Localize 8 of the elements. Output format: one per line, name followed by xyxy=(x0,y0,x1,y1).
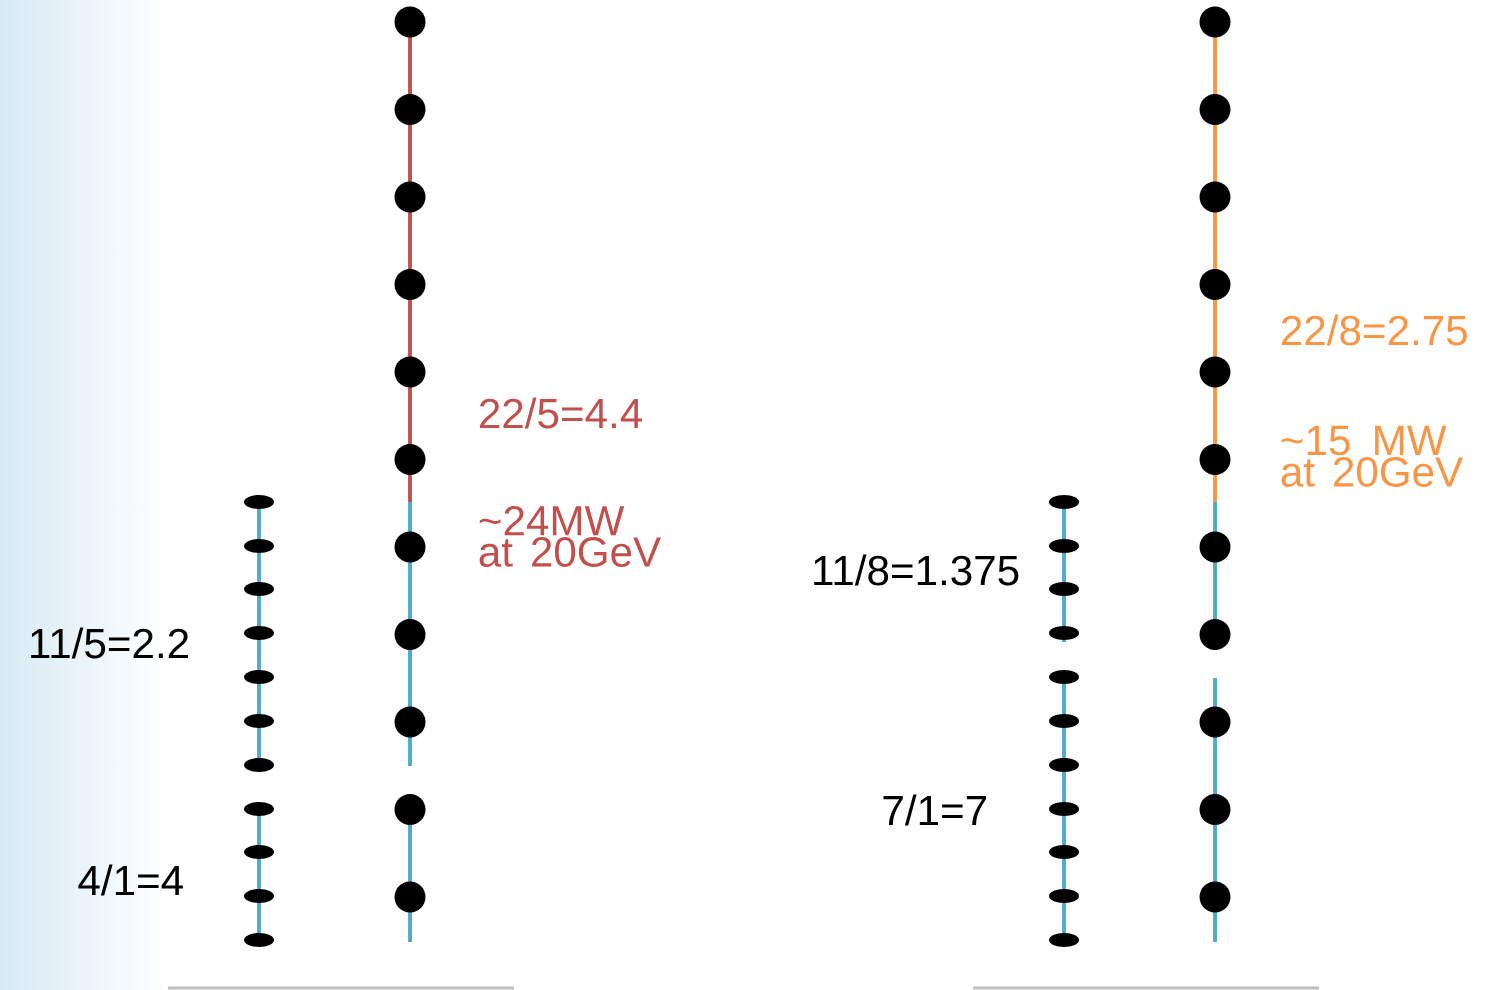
value-label: 22/8=2.75 xyxy=(1282,314,1467,346)
value-label: ~15 MW at 20GeV xyxy=(1281,425,1463,487)
value-label: 11/8=1.375 xyxy=(814,554,1019,586)
value-label: 7/1=7 xyxy=(883,794,986,826)
value-label: 11/5=2.2 xyxy=(31,627,188,659)
value-label: 4/1=4 xyxy=(78,864,183,896)
value-label: 22/5=4.4 xyxy=(480,397,642,429)
value-label: ~24MW at 20GeV xyxy=(479,505,661,567)
